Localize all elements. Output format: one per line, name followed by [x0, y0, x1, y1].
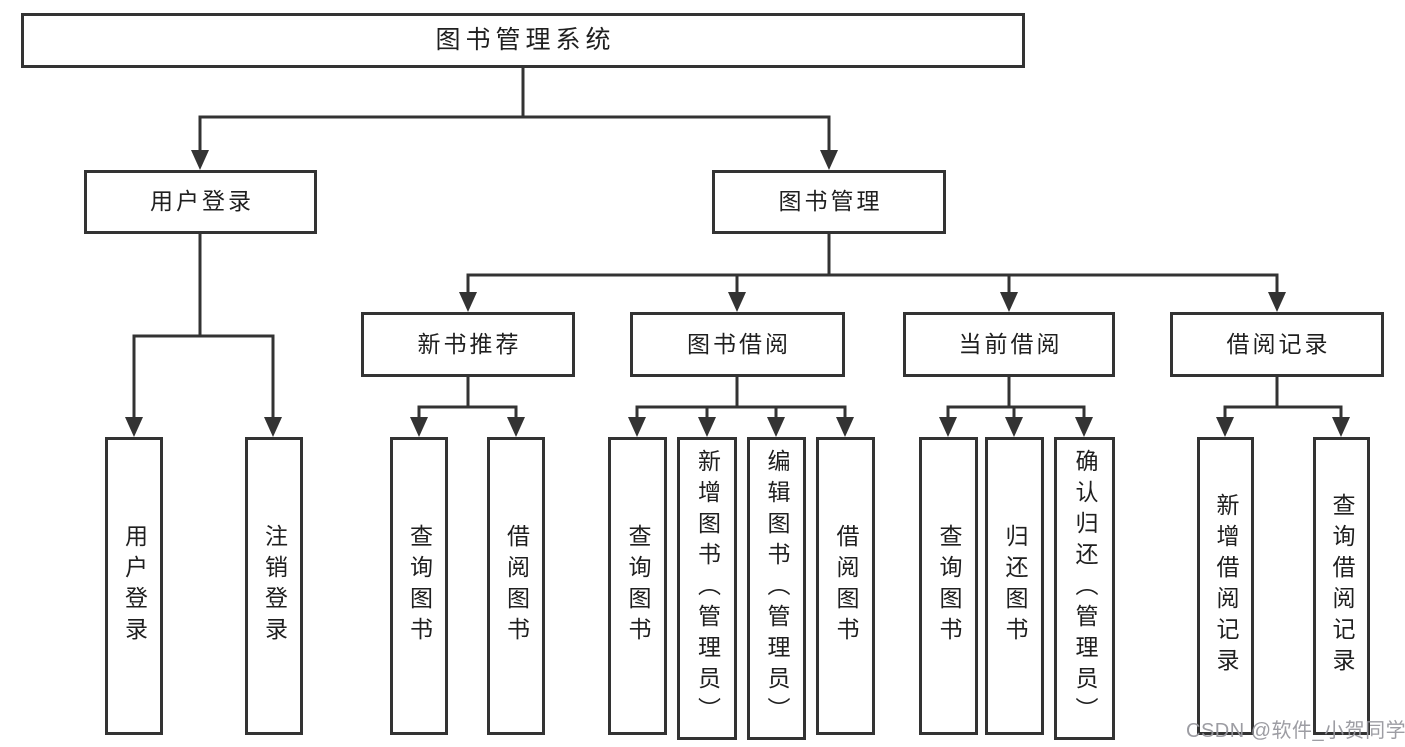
- node-borrow-records-label: 借阅记录: [1226, 330, 1331, 357]
- node-current-borrow: 当前借阅: [903, 312, 1115, 377]
- leaf-query-current-borrow: 查询图书: [919, 437, 978, 735]
- leaf-confirm-return-admin-label: 确认归还（管理员）: [1072, 449, 1098, 728]
- leaf-add-book-admin: 新增图书（管理员）: [677, 437, 737, 740]
- node-book-borrow: 图书借阅: [630, 312, 845, 377]
- leaf-confirm-return-admin: 确认归还（管理员）: [1054, 437, 1115, 740]
- leaf-query-current-borrow-label: 查询图书: [936, 524, 962, 648]
- leaf-add-borrow-record-label: 新增借阅记录: [1213, 493, 1239, 679]
- node-user-login-label: 用户登录: [150, 188, 254, 215]
- node-user-login: 用户登录: [84, 170, 317, 234]
- leaf-borrow-book-label: 借阅图书: [833, 524, 859, 648]
- node-book-borrow-label: 图书借阅: [687, 330, 791, 357]
- leaf-query-borrow-record-label: 查询借阅记录: [1329, 493, 1355, 679]
- leaf-borrow-book-recommend: 借阅图书: [487, 437, 545, 735]
- leaf-return-book-label: 归还图书: [1002, 524, 1028, 648]
- leaf-return-book: 归还图书: [985, 437, 1044, 735]
- node-book-management: 图书管理: [712, 170, 946, 234]
- node-root-label: 图书管理系统: [435, 25, 616, 54]
- leaf-user-login: 用户登录: [105, 437, 163, 735]
- leaf-query-borrow-record: 查询借阅记录: [1313, 437, 1370, 735]
- node-new-book-recommend-label: 新书推荐: [417, 330, 522, 357]
- leaf-query-book-borrow: 查询图书: [608, 437, 667, 735]
- node-new-book-recommend: 新书推荐: [361, 312, 575, 377]
- leaf-logout-label: 注销登录: [261, 524, 288, 648]
- node-root-system: 图书管理系统: [21, 13, 1025, 68]
- leaf-query-book-recommend-label: 查询图书: [406, 524, 433, 648]
- leaf-borrow-book-recommend-label: 借阅图书: [503, 524, 530, 648]
- leaf-edit-book-admin: 编辑图书（管理员）: [747, 437, 806, 740]
- node-borrow-records: 借阅记录: [1170, 312, 1384, 377]
- leaf-user-login-label: 用户登录: [121, 524, 148, 648]
- watermark: CSDN @软件_小贺同学: [1186, 720, 1405, 742]
- leaf-edit-book-admin-label: 编辑图书（管理员）: [764, 449, 790, 728]
- leaf-query-book-recommend: 查询图书: [390, 437, 448, 735]
- node-book-management-label: 图书管理: [778, 188, 883, 215]
- leaf-add-book-admin-label: 新增图书（管理员）: [694, 449, 721, 728]
- leaf-logout: 注销登录: [245, 437, 303, 735]
- leaf-borrow-book: 借阅图书: [816, 437, 875, 735]
- node-current-borrow-label: 当前借阅: [958, 330, 1063, 357]
- leaf-query-book-borrow-label: 查询图书: [625, 524, 651, 648]
- leaf-add-borrow-record: 新增借阅记录: [1197, 437, 1254, 735]
